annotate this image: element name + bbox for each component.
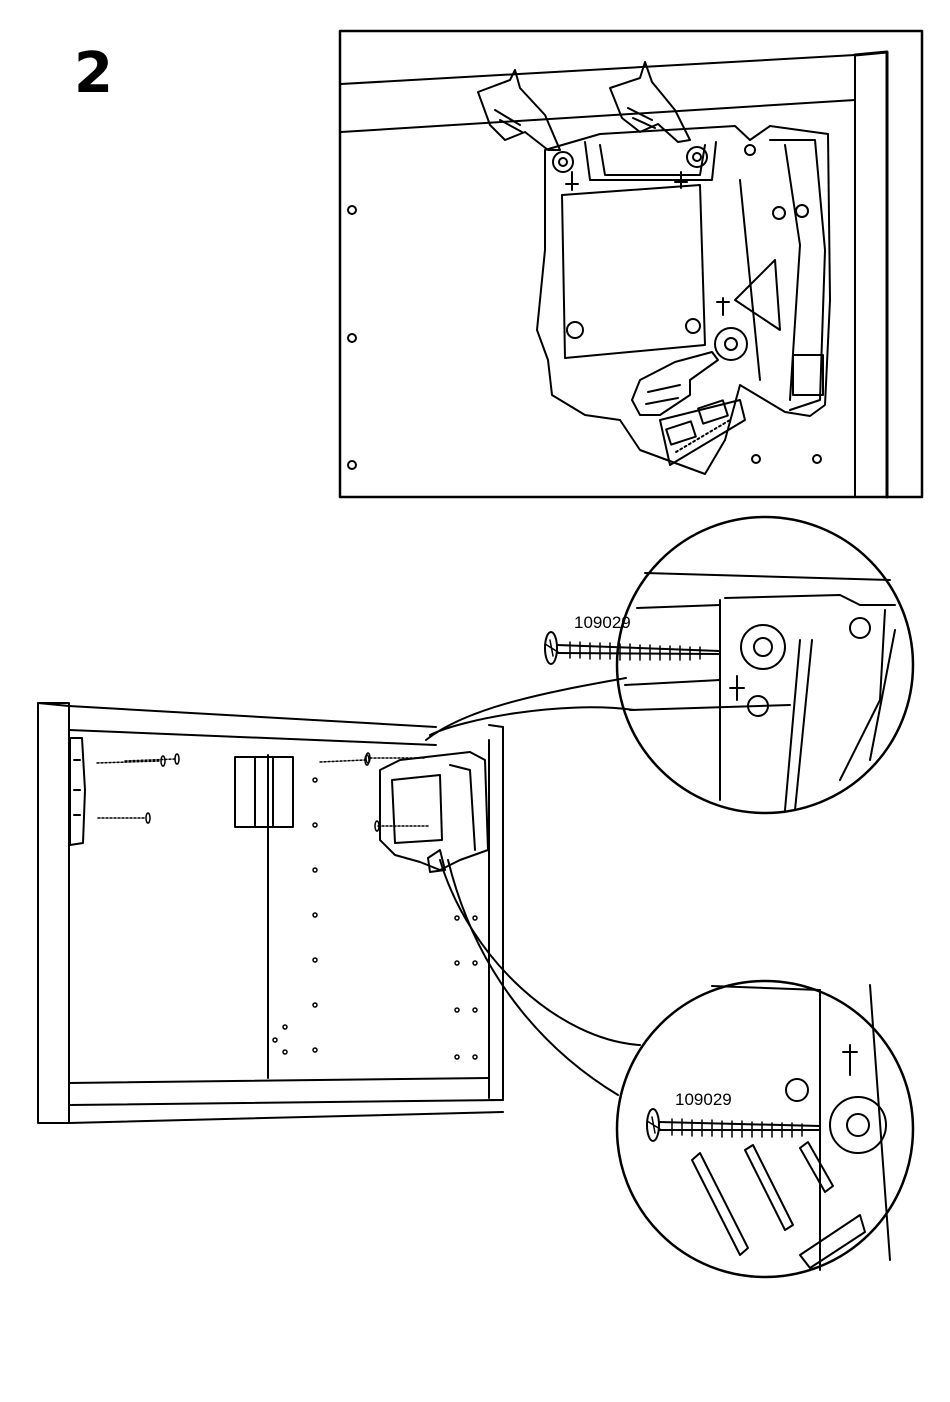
callout-circle-top: 109029 xyxy=(545,517,913,813)
callout-circle-bottom: 109029 xyxy=(617,981,913,1277)
screw-icon xyxy=(647,1109,820,1141)
pointing-hand-icon xyxy=(478,70,560,150)
bottom-screw-part-number: 109029 xyxy=(675,1090,732,1109)
top-screw-part-number: 109029 xyxy=(574,613,631,632)
hinge-mechanism-icon xyxy=(537,126,830,474)
cabinet-icon xyxy=(38,703,503,1123)
detail-panel-top xyxy=(340,31,922,497)
screw-icon xyxy=(545,632,720,664)
